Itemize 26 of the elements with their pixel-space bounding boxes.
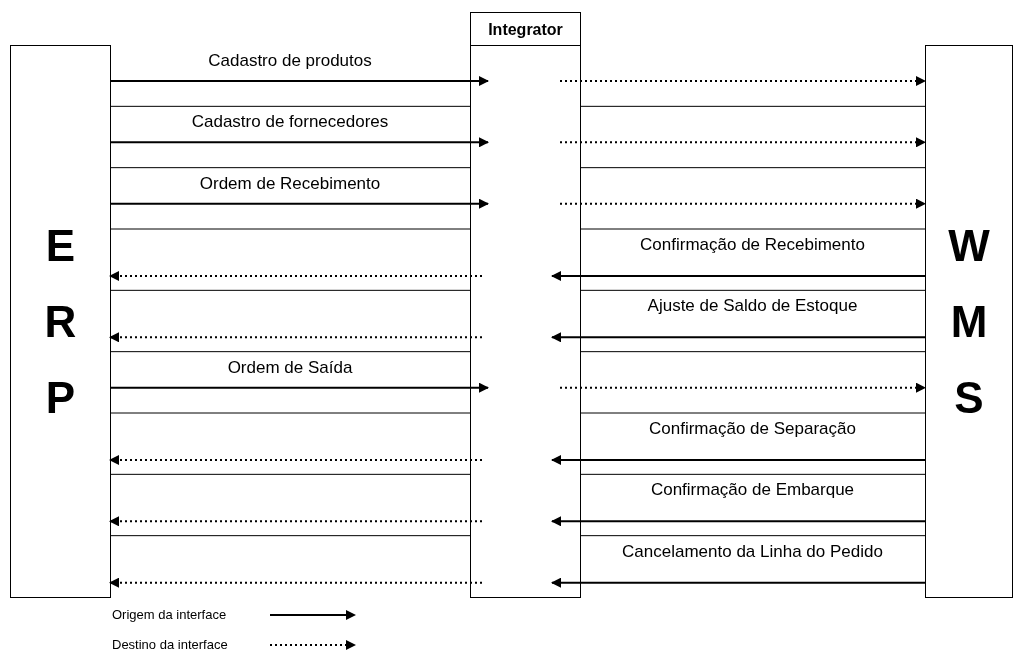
integrator-column: [470, 12, 581, 598]
arrow: [109, 198, 489, 209]
legend-label: Destino da interface: [112, 636, 229, 652]
column-heading: Integrator: [471, 13, 580, 46]
arrow: [559, 198, 926, 209]
system-box: [925, 45, 1013, 598]
legend-label: Origem da interface: [112, 606, 228, 625]
arrow: [109, 271, 483, 281]
system-name: ERP: [43, 219, 78, 424]
arrow: [109, 516, 483, 527]
arrow: [551, 516, 926, 527]
arrow: [109, 76, 489, 86]
arrow: [109, 455, 483, 465]
arrow: [559, 382, 926, 393]
arrow: [551, 332, 926, 343]
system-name: WMS: [947, 219, 991, 424]
arrow: [551, 577, 926, 588]
arrow: [551, 271, 926, 281]
arrow: [109, 577, 483, 588]
arrow: [559, 137, 926, 148]
arrow: [551, 455, 926, 465]
arrow: [109, 137, 489, 148]
system-box: [10, 45, 111, 598]
arrow: [109, 332, 483, 343]
arrow: [109, 382, 489, 393]
arrow: [559, 76, 926, 86]
